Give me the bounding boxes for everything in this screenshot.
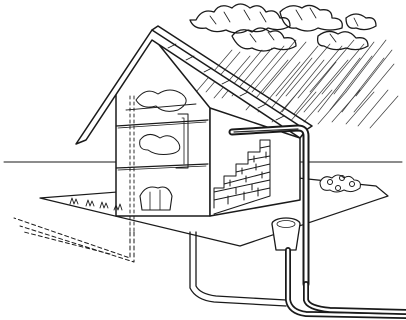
house [116, 36, 300, 232]
woodpile [320, 175, 360, 192]
underground-pipe [190, 232, 406, 316]
rain-barrel [272, 218, 300, 250]
rain-clouds [190, 4, 376, 51]
buried-dashed-pipe [14, 218, 134, 262]
